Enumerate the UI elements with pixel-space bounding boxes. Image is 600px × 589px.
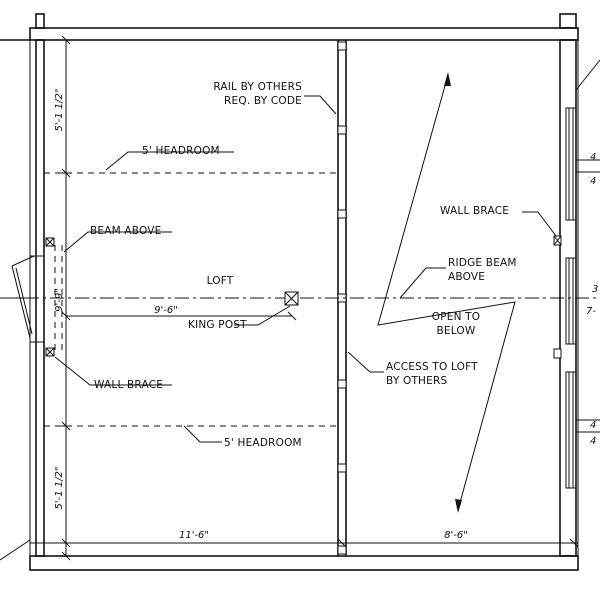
dim-left-bottom: 5'-1 1/2"	[54, 467, 65, 510]
dim-bottom-left: 11'-6"	[179, 530, 209, 541]
open-to-below-line1: OPEN TO	[432, 311, 481, 323]
ridge-beam-label-line2: ABOVE	[448, 271, 485, 283]
edge-fragment-2: 4	[590, 176, 596, 187]
headroom-label-top: 5' HEADROOM	[142, 145, 220, 157]
leader-lines	[54, 95, 557, 443]
headroom-label-bottom: 5' HEADROOM	[224, 437, 302, 449]
edge-fragment-1: 4	[590, 152, 596, 163]
loft-label: LOFT	[207, 275, 234, 287]
wall-brace-right-bottom	[553, 348, 562, 359]
dim-bottom-right: 8'-6"	[444, 530, 468, 541]
edge-fragment-5: 4	[590, 420, 596, 431]
left-window	[0, 255, 45, 343]
ridge-beam-label-line1: RIDGE BEAM	[448, 257, 517, 269]
dimension-lines	[0, 35, 579, 561]
king-post-label: KING POST	[188, 319, 247, 331]
wall-brace-left-label: WALL BRACE	[94, 379, 163, 391]
wall-brace-right-label: WALL BRACE	[440, 205, 509, 217]
rail-label-line1: RAIL BY OTHERS	[213, 81, 302, 93]
access-label-line1: ACCESS TO LOFT	[386, 361, 478, 373]
access-label-line2: BY OTHERS	[386, 375, 447, 387]
open-to-below-line2: BELOW	[437, 325, 476, 337]
right-wall-windows	[565, 59, 600, 489]
edge-fragment-6: 4	[590, 436, 596, 447]
rail-label-line2: REQ. BY CODE	[224, 95, 302, 107]
open-to-below-arrow	[377, 72, 516, 513]
dim-left-mid: 9'-9"	[54, 288, 65, 312]
dim-horizontal-mid: 9'-6"	[154, 305, 178, 316]
dim-left-top: 5'-1 1/2"	[54, 89, 65, 132]
wall-braces	[45, 235, 562, 359]
bottom-wall	[29, 555, 579, 571]
edge-fragment-3: 3	[592, 284, 598, 295]
king-post	[284, 291, 299, 306]
beam-above-lines	[54, 245, 63, 352]
edge-fragment-4: 7-	[586, 306, 596, 317]
beam-above-label: BEAM ABOVE	[90, 225, 162, 237]
top-wall	[29, 27, 579, 41]
